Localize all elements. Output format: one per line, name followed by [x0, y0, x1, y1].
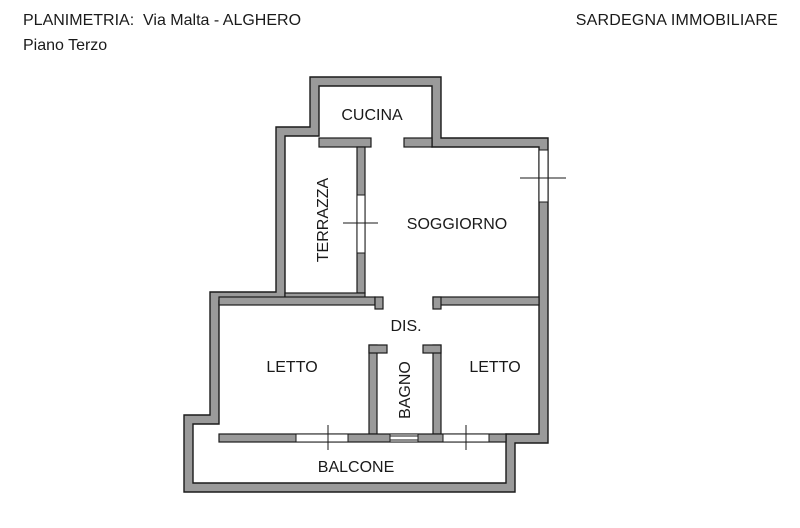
room-label-soggiorno: SOGGIORNO	[407, 216, 507, 233]
window-letto-left	[295, 433, 349, 443]
window-terrazza	[356, 194, 366, 254]
floor-label: Piano Terzo	[23, 37, 108, 54]
door-jamb-right	[432, 296, 442, 310]
room-label-letto-left: LETTO	[266, 359, 317, 376]
agency-name: SARDEGNA IMMOBILIARE	[575, 12, 778, 29]
room-label-terrazza: TERRAZZA	[315, 177, 332, 262]
room-label-dis: DIS.	[390, 318, 421, 335]
bath-wall-left	[368, 344, 378, 435]
room-label-bagno: BAGNO	[397, 361, 414, 419]
window-marks	[327, 177, 566, 450]
bath-stub-left	[368, 344, 388, 354]
room-label-balcone: BALCONE	[318, 459, 394, 476]
window-bagno	[389, 433, 419, 443]
living-bedroom-wall-left	[218, 296, 376, 306]
kitchen-wall-left	[318, 137, 372, 148]
balcony-wall	[218, 433, 507, 443]
window-soggiorno	[538, 149, 549, 203]
door-jamb-left	[374, 296, 384, 310]
bath-stub-right	[422, 344, 442, 354]
kitchen-wall-right	[403, 137, 433, 148]
room-label-letto-right: LETTO	[469, 359, 520, 376]
living-bedroom-wall-right	[432, 296, 540, 306]
plan-title: PLANIMETRIA: Via Malta - ALGHERO	[23, 12, 302, 29]
room-label-cucina: CUCINA	[341, 107, 403, 124]
bath-wall-right	[432, 344, 442, 435]
interior-space	[192, 85, 540, 484]
